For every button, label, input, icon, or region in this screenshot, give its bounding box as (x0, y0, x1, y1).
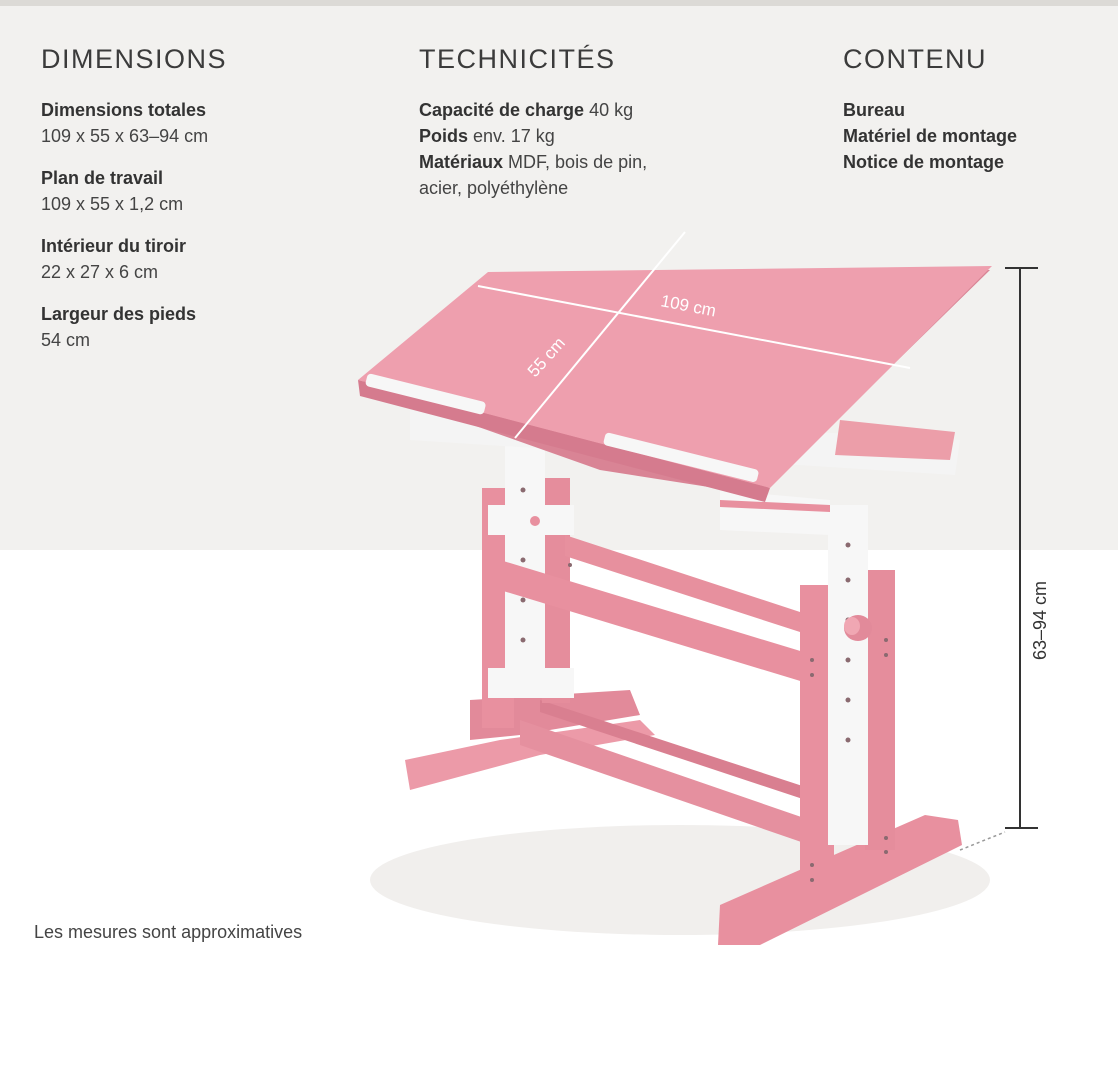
technicites-title: TECHNICITÉS (419, 44, 616, 74)
spec-value: 109 x 55 x 1,2 cm (41, 194, 184, 214)
contenu-title: CONTENU (843, 44, 987, 74)
spec-label: Matériaux (419, 152, 504, 172)
disclaimer: Les mesures sont approximatives (34, 922, 303, 942)
dimensions-title: DIMENSIONS (41, 44, 228, 74)
spec-label: Largeur des pieds (41, 304, 197, 324)
spec-value: 54 cm (41, 330, 91, 350)
spec-label: Plan de travail (41, 168, 164, 188)
spec-label: Capacité de charge (419, 100, 585, 120)
spec-value: 22 x 27 x 6 cm (41, 262, 159, 282)
contenu-item-hardware: Matériel de montage (843, 126, 1018, 146)
desk-frame (405, 440, 962, 945)
technicites-section: TECHNICITÉS Capacité de charge 40 kg Poi… (419, 44, 749, 201)
spec-total-dimensions: Dimensions totales 109 x 55 x 63–94 cm (41, 97, 371, 149)
spec-drawer-interior: Intérieur du tiroir 22 x 27 x 6 cm (41, 233, 371, 285)
contenu-item-instructions: Notice de montage (843, 152, 1005, 172)
spec-label: Poids (419, 126, 469, 146)
contenu-section: CONTENU Bureau Matériel de montage Notic… (843, 44, 1103, 175)
height-dimension: 63–94 cm (959, 267, 1050, 851)
spec-value: 40 kg (584, 100, 634, 120)
height-dimension-label: 63–94 cm (1030, 581, 1050, 660)
spec-worktop: Plan de travail 109 x 55 x 1,2 cm (41, 165, 371, 217)
top-strip (0, 0, 1118, 6)
spec-feet-width: Largeur des pieds 54 cm (41, 301, 371, 353)
contenu-item-desk: Bureau (843, 100, 906, 120)
tabletop: 109 cm 55 cm (358, 231, 992, 502)
spec-materials: Matériaux MDF, bois de pin, (419, 149, 749, 175)
spec-value: MDF, bois de pin, (503, 152, 648, 172)
spec-label: Dimensions totales (41, 100, 207, 120)
spec-load-capacity: Capacité de charge 40 kg (419, 97, 749, 123)
dimensions-section: DIMENSIONS Dimensions totales 109 x 55 x… (41, 44, 371, 369)
spec-materials-continued: acier, polyéthylène (419, 178, 569, 198)
spec-label: Intérieur du tiroir (41, 236, 187, 256)
spec-value: 109 x 55 x 63–94 cm (41, 126, 209, 146)
spec-value: env. 17 kg (468, 126, 555, 146)
spec-weight: Poids env. 17 kg (419, 123, 749, 149)
